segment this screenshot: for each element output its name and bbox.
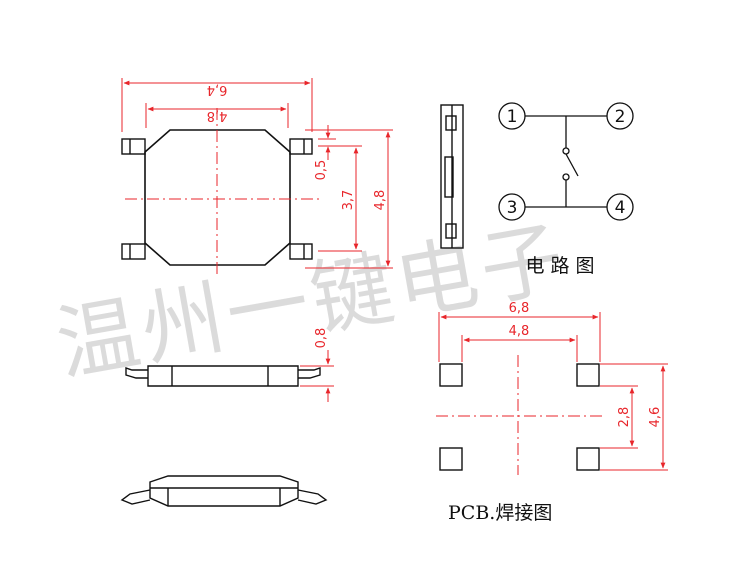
top-view: 6,4 4,8 0,5 3,7 4,8 xyxy=(121,78,393,278)
dim-6-8: 6,8 xyxy=(509,301,530,316)
dimension-lines xyxy=(121,78,393,269)
dim-3-7: 3,7 xyxy=(341,190,356,211)
centerlines xyxy=(125,108,320,278)
circuit-caption: 电 路 图 xyxy=(525,255,594,277)
dim-4-8: 4,8 xyxy=(373,190,388,211)
pad-bottom-right xyxy=(576,447,600,471)
dim-4-6: 4,6 xyxy=(648,407,663,428)
dim-0-8: 0,8 xyxy=(314,328,329,349)
pcb-caption: PCB.焊接图 xyxy=(448,502,552,524)
perspective-view xyxy=(120,475,328,507)
pin-3-label: 3 xyxy=(507,198,518,218)
switch-body-outline xyxy=(144,129,291,266)
dim-2-8: 2,8 xyxy=(617,407,632,428)
pin-4-label: 4 xyxy=(615,198,626,218)
circuit-diagram: 1 2 3 4 电 路 图 xyxy=(498,102,634,277)
dim-6-4: 6,4 xyxy=(207,82,228,97)
pad-bottom-left xyxy=(439,447,463,471)
pin-2-label: 2 xyxy=(615,107,626,127)
pcb-footprint: 6,8 4,8 2,8 4,6 PCB.焊接图 xyxy=(436,301,668,524)
dim-4-8-pcb: 4,8 xyxy=(509,324,530,339)
leads xyxy=(121,138,313,260)
pin-1-label: 1 xyxy=(507,107,518,127)
dim-0-5: 0,5 xyxy=(314,160,329,181)
pad-top-right xyxy=(576,363,600,387)
pad-top-left xyxy=(439,363,463,387)
end-view xyxy=(440,104,464,249)
dim-4-8-inner: 4,8 xyxy=(207,108,228,123)
side-view: 0,8 xyxy=(125,328,334,402)
